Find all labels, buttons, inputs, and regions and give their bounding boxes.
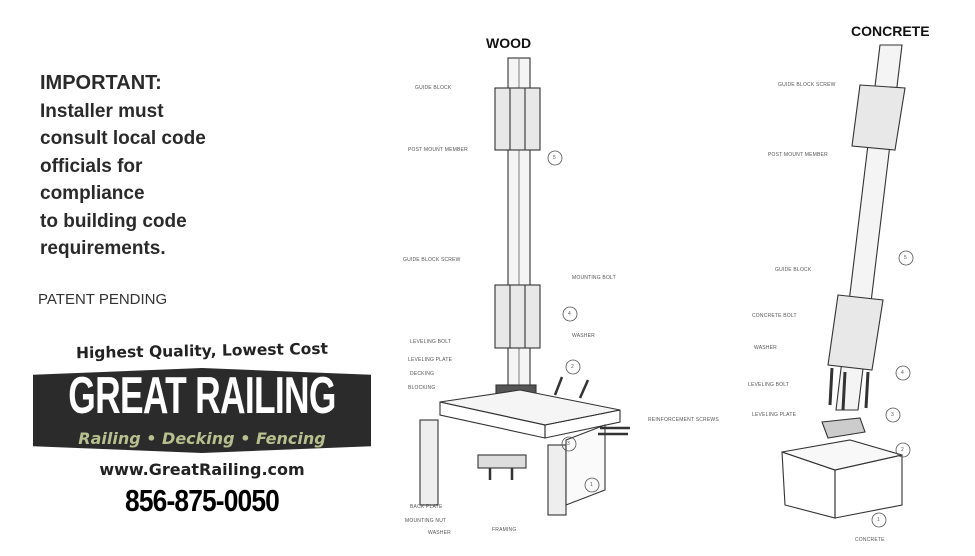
notice-heading: IMPORTANT: [40, 72, 162, 94]
notice-line: compliance [40, 183, 145, 204]
part-label: FRAMING [492, 527, 517, 533]
logo-services: Railing • Decking • Fencing [78, 429, 326, 448]
callout-circle [895, 442, 911, 458]
part-label: WASHER [572, 333, 595, 339]
callout-number: 5 [904, 255, 907, 261]
callout-circle [565, 359, 581, 375]
part-label: CONCRETE BOLT [752, 313, 797, 319]
callout-circle [547, 150, 563, 166]
part-label: BACK PLATE [410, 504, 443, 510]
logo-brand: GREAT RAILING [68, 367, 336, 425]
part-label: BLOCKING [408, 385, 436, 391]
part-label: MOUNTING NUT [405, 518, 447, 524]
callout-number: 5 [553, 155, 556, 161]
callout-circle [885, 407, 901, 423]
part-label: LEVELING BOLT [748, 382, 790, 388]
callout-circle [584, 477, 600, 493]
part-label: GUIDE BLOCK SCREW [403, 257, 461, 263]
part-label: POST MOUNT MEMBER [408, 147, 468, 153]
callout-number: 3 [891, 412, 894, 418]
callout-circle [898, 250, 914, 266]
callout-circles [547, 150, 914, 528]
notice-line: to building code [40, 210, 187, 232]
part-label: GUIDE BLOCK [415, 85, 452, 91]
callout-number: 1 [590, 482, 593, 488]
notice-line: consult local code [40, 128, 206, 149]
callout-number: 4 [901, 370, 904, 376]
part-label: LEVELING PLATE [408, 357, 453, 363]
callout-circle [895, 365, 911, 381]
part-label: MOUNTING BOLT [572, 275, 616, 281]
notice-line: officials for [40, 155, 143, 177]
part-label: LEVELING PLATE [752, 412, 797, 418]
important-notice: IMPORTANT: Installer must consult local … [40, 70, 206, 263]
part-label: GUIDE BLOCK SCREW [778, 82, 836, 88]
website-link[interactable]: www.GreatRailing.com [99, 460, 305, 479]
callout-number: 4 [568, 311, 571, 317]
part-label: WASHER [754, 345, 777, 351]
part-label: POST MOUNT MEMBER [768, 152, 828, 158]
part-label: GUIDE BLOCK [775, 267, 812, 273]
callout-circle [561, 436, 577, 452]
callout-circle [871, 512, 887, 528]
notice-line: Installer must [40, 100, 164, 122]
concrete-mount-drawing [781, 44, 906, 519]
part-label: WASHER [428, 530, 451, 536]
logo-banner [33, 368, 371, 453]
callout-circle [562, 306, 578, 322]
callout-number: 1 [877, 517, 880, 523]
part-label: REINFORCEMENT SCREWS [648, 417, 719, 423]
callout-number: 2 [901, 447, 904, 453]
patent-pending: PATENT PENDING [38, 291, 168, 308]
phone-number[interactable]: 856-875-0050 [125, 483, 280, 518]
wood-mount-drawing [419, 57, 630, 516]
wood-title: WOOD [486, 35, 532, 51]
callout-number: 3 [567, 441, 570, 447]
part-label: DECKING [410, 371, 435, 377]
concrete-title: CONCRETE [851, 23, 930, 39]
callout-number: 2 [571, 364, 574, 370]
notice-line: requirements. [40, 238, 166, 259]
part-label: LEVELING BOLT [410, 339, 452, 345]
part-label: CONCRETE [855, 537, 885, 543]
